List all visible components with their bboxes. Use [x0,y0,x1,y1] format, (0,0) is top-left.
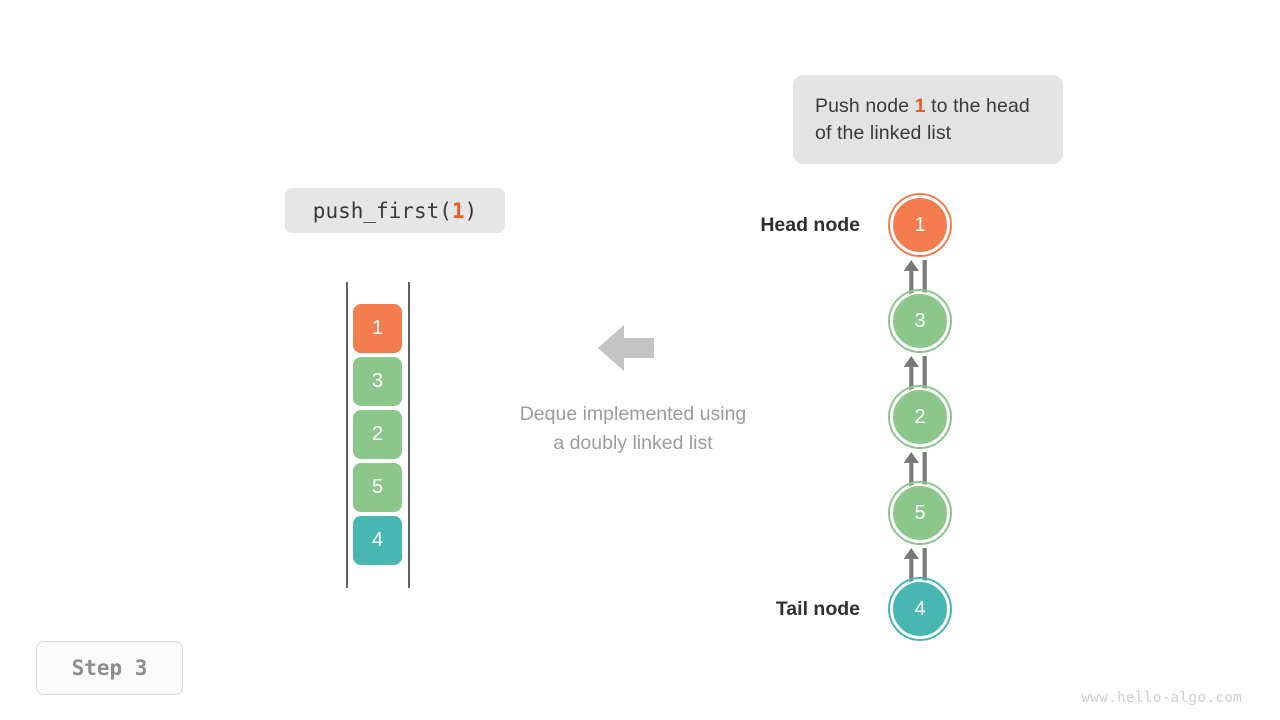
array-cell-value: 4 [371,529,384,551]
array-cell: 4 [353,516,402,565]
array-cell: 3 [353,357,402,406]
linked-list-node-value: 5 [914,501,926,524]
operation-label-pill: push_first(1) [285,188,505,233]
array-rail-left [346,282,348,588]
deque-caption: Deque implemented using a doubly linked … [443,400,823,458]
operation-prefix: push_first( [312,198,452,223]
head-node-label: Head node [760,214,860,236]
linked-list-node: 4 [891,580,949,638]
doubly-linked-list: 1 3 2 5 4 [860,180,990,650]
callout-text-after: to the head of the linked list [815,94,1030,144]
operation-argument: 1 [451,198,465,223]
linked-list-node-value: 3 [914,309,926,332]
array-cell-value: 2 [371,423,384,445]
array-cell-value: 1 [371,317,384,339]
deque-caption-line-1: Deque implemented using [519,403,747,425]
array-cell-value: 3 [371,370,384,392]
callout-text: Push node 1 to the head of the linked li… [815,93,1041,147]
linked-list-node: 3 [891,292,949,350]
array-rail-right [408,282,410,588]
callout-text-before: Push node [815,94,915,117]
linked-list-node-ring [888,577,952,641]
callout-highlight-value: 1 [914,94,926,117]
linked-list-node-value: 4 [914,597,926,620]
deque-array-view: 1 3 2 5 4 [340,282,415,588]
linked-list-node-ring [888,289,952,353]
callout-box: Push node 1 to the head of the linked li… [793,75,1063,164]
deque-caption-line-2: a doubly linked list [553,432,713,454]
linked-list-node: 5 [891,484,949,542]
linked-list-node-ring [888,193,952,257]
linked-list-node-value: 2 [914,405,926,428]
watermark: www.hello-algo.com [1081,690,1242,706]
operation-label-text: push_first(1) [313,199,477,223]
step-badge-label: Step 3 [71,656,148,680]
array-cell-value: 5 [371,476,384,498]
linked-list-node: 2 [891,388,949,446]
array-cell: 5 [353,463,402,512]
tail-node-label: Tail node [775,598,860,620]
array-cell: 2 [353,410,402,459]
array-cell: 1 [353,304,402,353]
operation-suffix: ) [464,198,478,223]
linked-list-node-ring [888,385,952,449]
linked-list-node: 1 [891,196,949,254]
left-arrow-icon [598,325,654,371]
linked-list-node-value: 1 [914,213,926,236]
linked-list-node-ring [888,481,952,545]
step-badge: Step 3 [36,641,183,695]
